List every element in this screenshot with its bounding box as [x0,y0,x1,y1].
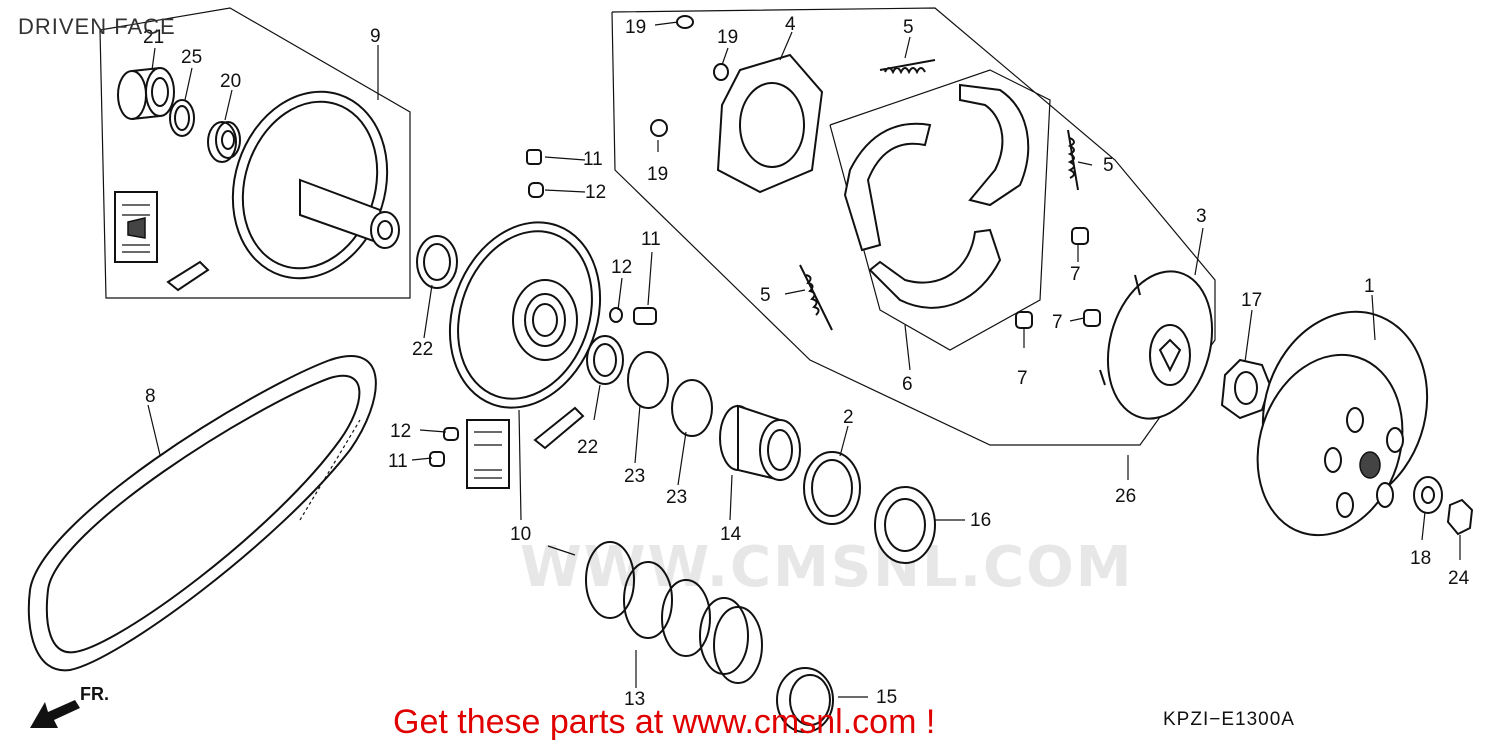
driven-face-part-9 [231,90,400,280]
grease-tube-icon [166,260,210,292]
clip-part-19-c [650,119,668,137]
snap-ring-part-25 [169,99,195,137]
callout-4: 4 [785,14,796,35]
guide-pin-part-11-c [429,427,459,467]
callout-22-b: 22 [577,437,598,458]
clutch-plate-part-4 [716,53,824,194]
nut-part-7-b [1015,311,1033,329]
callout-20: 20 [220,71,241,92]
washer-part-2 [803,451,861,525]
callout-23-b: 23 [666,487,687,508]
clip-part-19-a [676,15,694,29]
nut-part-7-c [1083,309,1101,327]
nut-part-24 [1446,498,1474,536]
callout-17: 17 [1241,290,1262,311]
drive-plate-part-3 [1099,270,1214,420]
drive-belt-part-8 [27,355,377,672]
callout-5-c: 5 [760,285,771,306]
collar-part-14 [719,404,801,482]
callout-7-a: 7 [1070,264,1081,285]
guide-pin-part-11-b [609,307,657,325]
clutch-shoes-part-6 [843,83,1030,309]
washer-part-18 [1413,476,1443,514]
callout-1: 1 [1364,276,1375,297]
callout-5-a: 5 [903,17,914,38]
oil-seal-part-22-right [586,335,624,385]
callout-26: 26 [1115,486,1136,507]
callout-21: 21 [143,27,164,48]
callout-15: 15 [876,687,897,708]
fr-label: FR. [80,684,109,704]
callout-13: 13 [624,689,645,710]
clutch-spring-part-5-b [1067,129,1079,191]
bearing-part-20 [207,121,241,163]
diagram-code: KPZI−E1300A [1163,709,1295,730]
clutch-spring-part-5-c [799,264,833,331]
callout-19-a: 19 [625,17,646,38]
callout-labels: 1 2 3 4 5 5 5 6 7 7 7 7 8 9 10 11 11 11 … [80,14,1470,710]
callout-11-a: 11 [583,149,603,170]
grease-label-icon-2 [466,419,510,489]
grease-tube-icon-2 [533,406,585,450]
callout-19-b: 19 [717,27,738,48]
promo-link-text[interactable]: Get these parts at www.cmsnl.com ! [393,703,936,741]
callout-3: 3 [1196,206,1207,227]
leader-lines [147,21,1461,698]
callout-12-a: 12 [585,182,606,203]
clip-part-19-b [713,63,729,81]
callout-19-c: 19 [647,164,668,185]
guide-pin-part-11-a [526,149,544,198]
callout-7-b: 7 [1017,368,1028,389]
clutch-outer-part-1 [1256,310,1429,537]
group-box-driven-face [99,7,411,299]
front-direction-arrow [30,700,80,728]
callout-5-b: 5 [1103,155,1114,176]
clutch-spring-part-5-a [879,59,936,75]
callout-24: 24 [1448,568,1470,589]
callout-8: 8 [145,386,156,407]
needle-bearing-part-21 [117,67,175,120]
callout-7-c: 7 [1052,312,1063,333]
callout-12-c: 12 [390,421,411,442]
spring-part-13 [585,541,763,684]
o-ring-part-23-b [671,379,713,437]
nut-part-7-a [1071,227,1089,245]
callout-11-b: 11 [641,229,661,250]
oil-seal-part-22-left [416,235,458,289]
callout-23-a: 23 [624,466,645,487]
callout-14: 14 [720,524,742,545]
callout-10: 10 [510,524,531,545]
collar-part-15 [776,667,834,733]
callout-16: 16 [970,510,991,531]
group-box-clutch-shoes [829,69,1051,351]
callout-9: 9 [370,26,381,47]
callout-11-c: 11 [388,451,408,472]
diagram-title: DRIVEN FACE [18,14,176,39]
callout-2: 2 [843,407,854,428]
callout-18: 18 [1410,548,1431,569]
callout-6: 6 [902,374,913,395]
o-ring-part-23-a [627,351,669,409]
oil-seal-part-16 [874,486,936,564]
callout-22-a: 22 [412,339,433,360]
callout-25: 25 [181,47,202,68]
callout-12-b: 12 [611,257,632,278]
movable-driven-face-part-10 [448,221,602,409]
